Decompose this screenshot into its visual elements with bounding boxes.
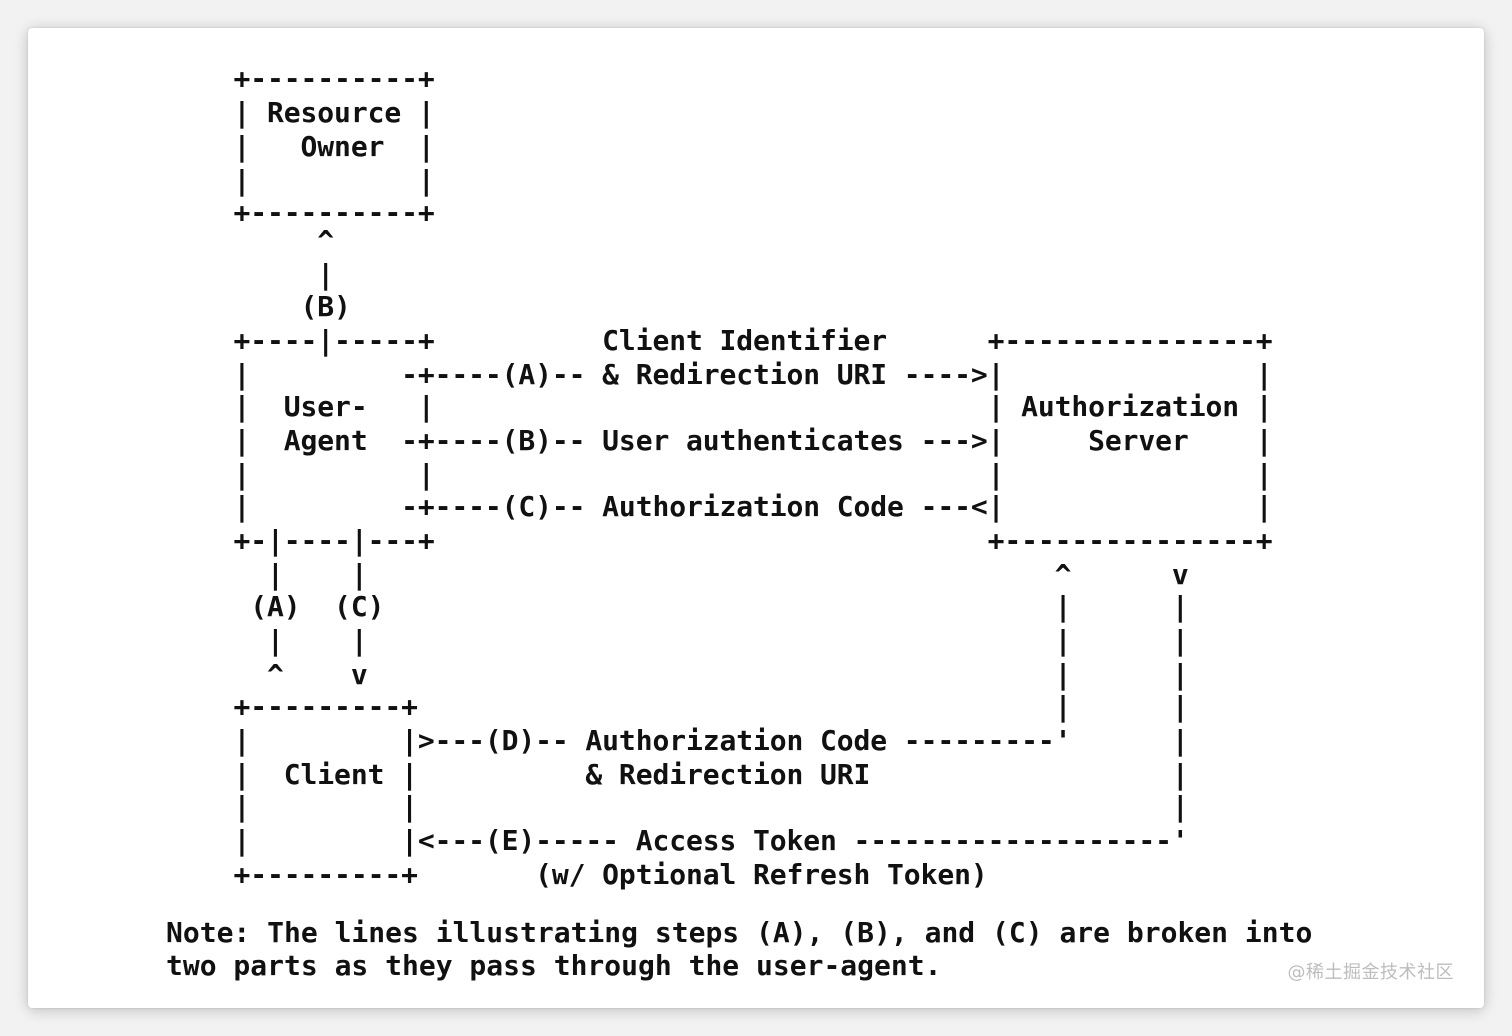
diagram-line: | Agent -+----(B)-- User authenticates -… xyxy=(200,424,1273,457)
diagram-line: +---------+ (w/ Optional Refresh Token) xyxy=(200,858,988,891)
diagram-note: Note: The lines illustrating steps (A), … xyxy=(166,916,1312,983)
diagram-line: +----------+ xyxy=(200,196,435,229)
diagram-line: ^ v | | xyxy=(200,658,1189,691)
diagram-line: | -+----(C)-- Authorization Code ---<| | xyxy=(200,490,1273,523)
diagram-line: +----------+ xyxy=(200,62,435,95)
diagram-line: +---------+ | | xyxy=(200,690,1189,723)
diagram-line: | xyxy=(200,258,335,291)
oauth-implicit-grant-ascii-diagram: +----------+ | Resource | | Owner | | | … xyxy=(28,28,1273,930)
note-line: two parts as they pass through the user-… xyxy=(166,949,942,983)
diagram-line: (A) (C) | | xyxy=(200,590,1189,623)
diagram-line: | |>---(D)-- Authorization Code --------… xyxy=(200,724,1189,757)
diagram-line: | Client | & Redirection URI | xyxy=(200,758,1189,791)
diagram-line: +-|----|---+ +---------------+ xyxy=(200,524,1273,557)
diagram-line: | |<---(E)----- Access Token -----------… xyxy=(200,824,1189,857)
diagram-line: | Resource | xyxy=(200,96,435,129)
diagram-line: | | | | xyxy=(200,458,1273,491)
diagram-card: +----------+ | Resource | | Owner | | | … xyxy=(28,28,1484,1008)
diagram-line: (B) xyxy=(200,290,351,323)
diagram-line: | | | xyxy=(200,790,1189,823)
note-line: Note: The lines illustrating steps (A), … xyxy=(166,916,1313,949)
diagram-line: | | | | xyxy=(200,624,1189,657)
watermark: @稀土掘金技术社区 xyxy=(1287,962,1454,983)
diagram-line: ^ xyxy=(200,224,335,257)
diagram-line: | | ^ v xyxy=(200,558,1189,591)
diagram-line: | Owner | xyxy=(200,130,435,163)
diagram-line: +----|-----+ Client Identifier +--------… xyxy=(200,324,1273,357)
diagram-line: | -+----(A)-- & Redirection URI ---->| | xyxy=(200,358,1273,391)
diagram-line: | | xyxy=(200,164,435,197)
diagram-line: | User- | | Authorization | xyxy=(200,390,1273,423)
